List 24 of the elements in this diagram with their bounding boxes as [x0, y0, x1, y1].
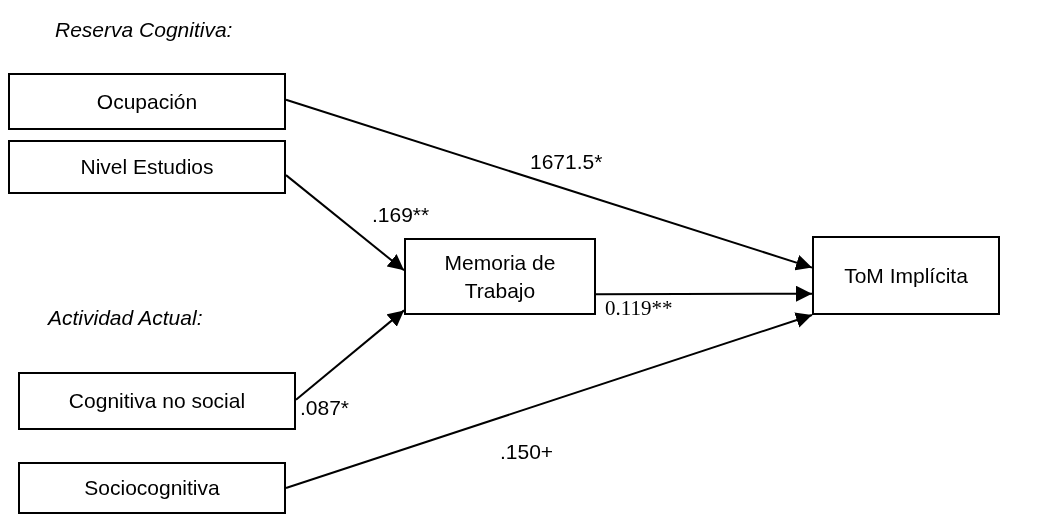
group-heading: Reserva Cognitiva: — [55, 18, 233, 42]
node-label: Nivel Estudios — [80, 154, 214, 181]
arrow — [285, 174, 405, 272]
process-box — [18, 372, 296, 430]
process-box — [8, 73, 286, 130]
arrow — [295, 309, 405, 401]
edge-label: .087* — [300, 396, 350, 420]
node-label: ToM Implícita — [844, 262, 968, 289]
node-label: Sociocognitiva — [84, 475, 220, 502]
node-label: Memoria de Trabajo — [443, 250, 557, 304]
arrow — [285, 312, 813, 489]
process-box — [8, 140, 286, 194]
node-label: Cognitiva no social — [68, 388, 246, 415]
process-box — [18, 462, 286, 514]
edge-label: 1671.5* — [530, 150, 603, 174]
edge-label: 0.119** — [605, 296, 673, 321]
edge-label: .169** — [372, 203, 430, 227]
process-box — [812, 236, 1000, 315]
process-box — [404, 238, 596, 315]
edge-label: .150+ — [500, 440, 554, 464]
group-heading: Actividad Actual: — [48, 306, 203, 330]
arrow — [285, 98, 813, 271]
arrow — [595, 285, 813, 302]
node-label: Ocupación — [96, 88, 198, 115]
